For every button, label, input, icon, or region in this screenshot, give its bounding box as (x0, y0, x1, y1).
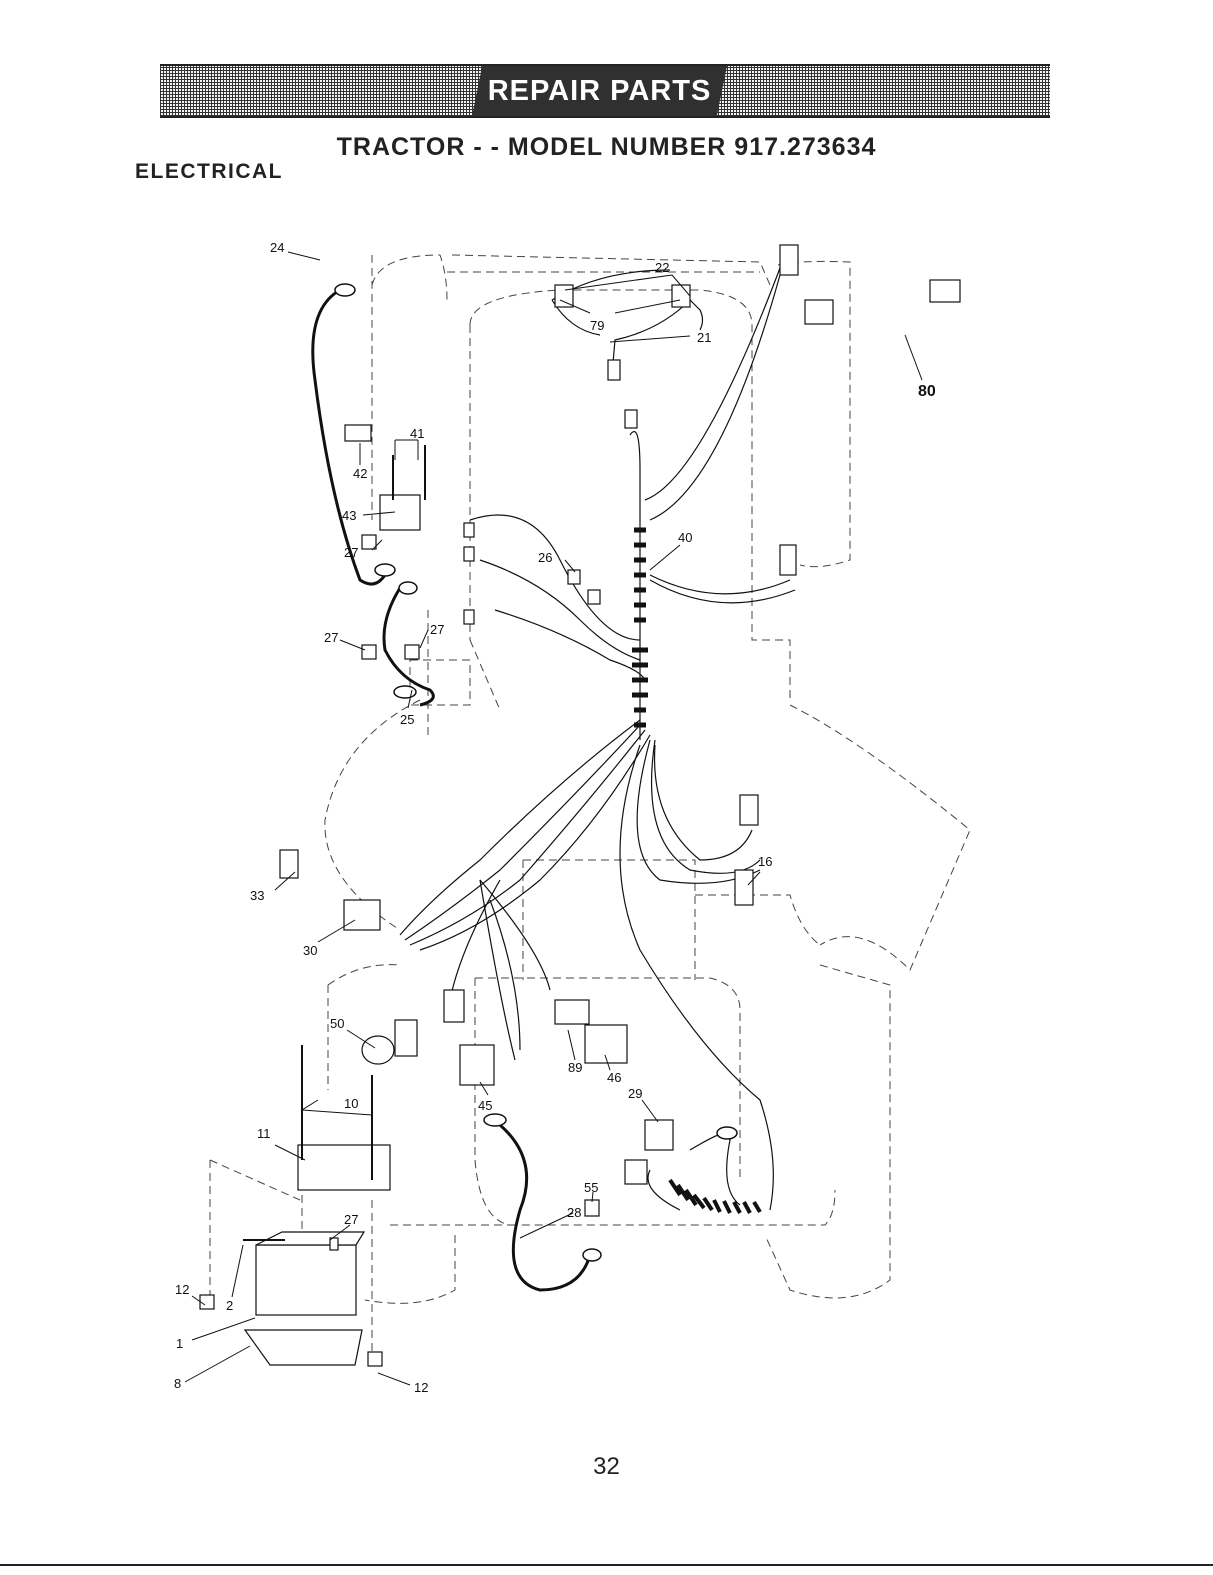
fuse-holder-26 (588, 590, 600, 604)
nut-27a (362, 535, 376, 549)
callout-33: 33 (250, 888, 264, 903)
callout-30: 30 (303, 943, 317, 958)
ring-terminals (335, 284, 737, 1261)
nut-27d (330, 1238, 338, 1250)
callout-16: 16 (758, 854, 772, 869)
callout-29: 29 (628, 1086, 642, 1101)
wiring-harness (400, 268, 795, 1210)
callout-43: 43 (342, 508, 356, 523)
bracket-89 (555, 1000, 589, 1024)
callout-24: 24 (270, 240, 284, 255)
nut-12-left (200, 1295, 214, 1309)
callout-25: 25 (400, 712, 414, 727)
page-number: 32 (0, 1453, 1213, 1481)
cable-coil-battery (670, 1180, 760, 1213)
boot-42 (345, 425, 371, 441)
switch-50 (362, 1036, 394, 1064)
callout-2: 2 (226, 1298, 233, 1313)
callout-50: 50 (330, 1016, 344, 1031)
nut-27b (362, 645, 376, 659)
bolt-55 (585, 1200, 599, 1216)
nut-12-right (368, 1352, 382, 1366)
callout-1: 1 (176, 1336, 183, 1351)
connector-right-mid (780, 545, 796, 575)
switch-29 (645, 1120, 673, 1150)
plug-mid (625, 410, 637, 428)
battery-1 (256, 1245, 356, 1315)
components (200, 245, 960, 1366)
callout-21: 21 (697, 330, 711, 345)
connector-29 (625, 1160, 647, 1184)
nut-27c (405, 645, 419, 659)
callout-27b: 27 (324, 630, 338, 645)
plate-33 (280, 850, 298, 878)
spade-1 (464, 523, 474, 537)
callout-42: 42 (353, 466, 367, 481)
callout-12b: 12 (414, 1380, 428, 1395)
callout-11: 11 (257, 1126, 271, 1141)
bulb-right (672, 285, 690, 307)
callout-26: 26 (538, 550, 552, 565)
callout-46: 46 (607, 1070, 621, 1085)
holddown-bracket-11 (298, 1145, 390, 1190)
battery-tray-8 (245, 1330, 362, 1365)
switch-50-body (395, 1020, 417, 1056)
footer-rule (0, 1564, 1213, 1566)
callout-27c: 27 (430, 622, 444, 637)
bulb-left (555, 285, 573, 307)
relay-16 (735, 870, 753, 905)
callout-8: 8 (174, 1376, 181, 1391)
connector-16 (740, 795, 758, 825)
battery-top (256, 1232, 364, 1245)
connector-block (444, 990, 464, 1022)
plug-top (608, 360, 620, 380)
callout-40: 40 (678, 530, 692, 545)
callout-55: 55 (584, 1180, 598, 1195)
fuse-26 (568, 570, 580, 584)
spade-3 (464, 610, 474, 624)
callout-22: 22 (655, 260, 669, 275)
bolts (243, 445, 425, 1240)
plate-45 (460, 1045, 494, 1085)
callout-89: 89 (568, 1060, 582, 1075)
connector-right-top (780, 245, 798, 275)
callout-12a: 12 (175, 1282, 189, 1297)
leader-lines (185, 252, 922, 1385)
callout-80: 80 (918, 383, 936, 400)
callout-10: 10 (344, 1096, 358, 1111)
spade-2 (464, 547, 474, 561)
plug-80-left (805, 300, 833, 324)
ignition-switch-30 (344, 900, 380, 930)
callout-27d: 27 (344, 1212, 358, 1227)
callout-79: 79 (590, 318, 604, 333)
callout-28: 28 (567, 1205, 581, 1220)
callout-41: 41 (410, 426, 424, 441)
plug-80-right (930, 280, 960, 302)
callout-45: 45 (478, 1098, 492, 1113)
callout-27a: 27 (344, 545, 358, 560)
